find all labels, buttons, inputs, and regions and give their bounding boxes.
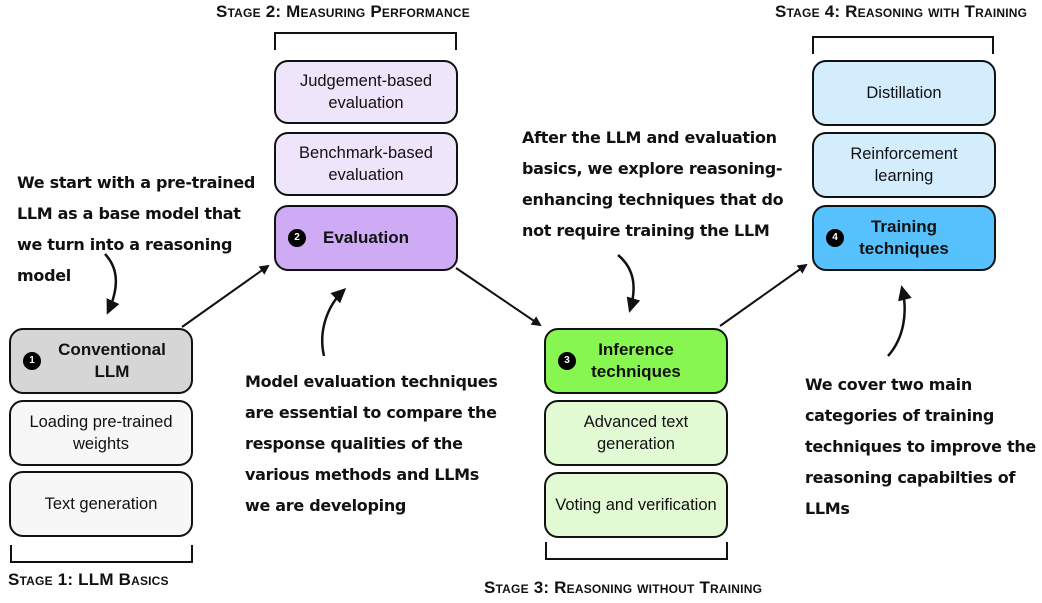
reinforcement-learning-box[interactable]: Reinforcement learning bbox=[812, 132, 996, 198]
note3-pointer-arrow bbox=[617, 254, 641, 313]
conventional-llm-label-2: LLM bbox=[94, 362, 130, 381]
note-line: We start with a pre-trained bbox=[17, 173, 256, 192]
note-line: we are developing bbox=[245, 496, 407, 515]
stage4-title: Stage 4: Reasoning with Training bbox=[775, 2, 1028, 21]
stage4-note: We cover two main categories of training… bbox=[805, 369, 1036, 524]
stage2-title: Stage 2: Measuring Performance bbox=[216, 2, 470, 21]
stage1-bracket bbox=[10, 545, 193, 563]
note-line: are essential to compare the bbox=[245, 403, 497, 422]
step-number-badge: 4 bbox=[826, 229, 844, 247]
conventional-llm-label-1: Conventional bbox=[58, 340, 166, 359]
inference-label-1: Inference bbox=[598, 340, 674, 359]
loading-weights-box[interactable]: Loading pre-trained weights bbox=[9, 400, 193, 466]
reinforcement-learning-label: Reinforcement learning bbox=[850, 145, 958, 185]
note-line: categories of training bbox=[805, 406, 995, 425]
distillation-label: Distillation bbox=[866, 84, 942, 102]
note-line: enhancing techniques that do bbox=[522, 190, 784, 209]
stage1-title: Stage 1: LLM Basics bbox=[8, 570, 169, 589]
note-line: various methods and LLMs bbox=[245, 465, 480, 484]
advanced-text-generation-label: Advanced text generation bbox=[583, 413, 689, 453]
evaluation-box[interactable]: 2 Evaluation bbox=[274, 205, 458, 271]
note-line: LLM as a base model that bbox=[17, 204, 241, 223]
note-line: model bbox=[17, 266, 71, 285]
inference-techniques-box[interactable]: 3 Inference techniques bbox=[544, 328, 728, 394]
training-techniques-box[interactable]: 4 Training techniques bbox=[812, 205, 996, 271]
training-label-1: Training bbox=[870, 217, 938, 236]
evaluation-label: Evaluation bbox=[323, 228, 409, 247]
advanced-text-generation-box[interactable]: Advanced text generation bbox=[544, 400, 728, 466]
text-generation-box[interactable]: Text generation bbox=[9, 471, 193, 537]
note-line: We cover two main bbox=[805, 375, 972, 394]
benchmark-evaluation-box[interactable]: Benchmark-based evaluation bbox=[274, 132, 458, 196]
note-line: we turn into a reasoning bbox=[17, 235, 233, 254]
stage2-bracket bbox=[274, 32, 457, 50]
training-label-2: techniques bbox=[859, 239, 949, 258]
note-line: Model evaluation techniques bbox=[245, 372, 498, 391]
voting-verification-label: Voting and verification bbox=[555, 496, 717, 514]
note2-pointer-arrow bbox=[321, 287, 347, 357]
step-number-badge: 3 bbox=[558, 352, 576, 370]
stage3-bracket bbox=[545, 542, 728, 560]
note4-pointer-arrow bbox=[887, 285, 912, 357]
voting-verification-box[interactable]: Voting and verification bbox=[544, 472, 728, 538]
distillation-box[interactable]: Distillation bbox=[812, 60, 996, 126]
stage4-bracket bbox=[812, 36, 994, 54]
note-line: basics, we explore reasoning- bbox=[522, 159, 783, 178]
stage1-note: We start with a pre-trained LLM as a bas… bbox=[17, 167, 255, 291]
flow-arrow-3-to-4 bbox=[719, 263, 808, 327]
stage3-note: After the LLM and evaluation basics, we … bbox=[522, 122, 784, 246]
judgement-evaluation-label: Judgement-based evaluation bbox=[299, 72, 433, 112]
loading-weights-label: Loading pre-trained weights bbox=[29, 413, 173, 453]
text-generation-label: Text generation bbox=[44, 495, 158, 513]
judgement-evaluation-box[interactable]: Judgement-based evaluation bbox=[274, 60, 458, 124]
inference-label-2: techniques bbox=[591, 362, 681, 381]
stage2-note: Model evaluation techniques are essentia… bbox=[245, 366, 498, 521]
note-line: techniques to improve the bbox=[805, 437, 1036, 456]
note-line: not require training the LLM bbox=[522, 221, 770, 240]
flow-arrow-2-to-3 bbox=[455, 267, 542, 327]
note-line: LLMs bbox=[805, 499, 850, 518]
step-number-badge: 1 bbox=[23, 352, 41, 370]
note-line: reasoning capabilties of bbox=[805, 468, 1016, 487]
stage3-title: Stage 3: Reasoning without Training bbox=[484, 578, 763, 597]
note-line: After the LLM and evaluation bbox=[522, 128, 777, 147]
step-number-badge: 2 bbox=[288, 229, 306, 247]
benchmark-evaluation-label: Benchmark-based evaluation bbox=[299, 144, 433, 184]
note-line: response qualities of the bbox=[245, 434, 463, 453]
